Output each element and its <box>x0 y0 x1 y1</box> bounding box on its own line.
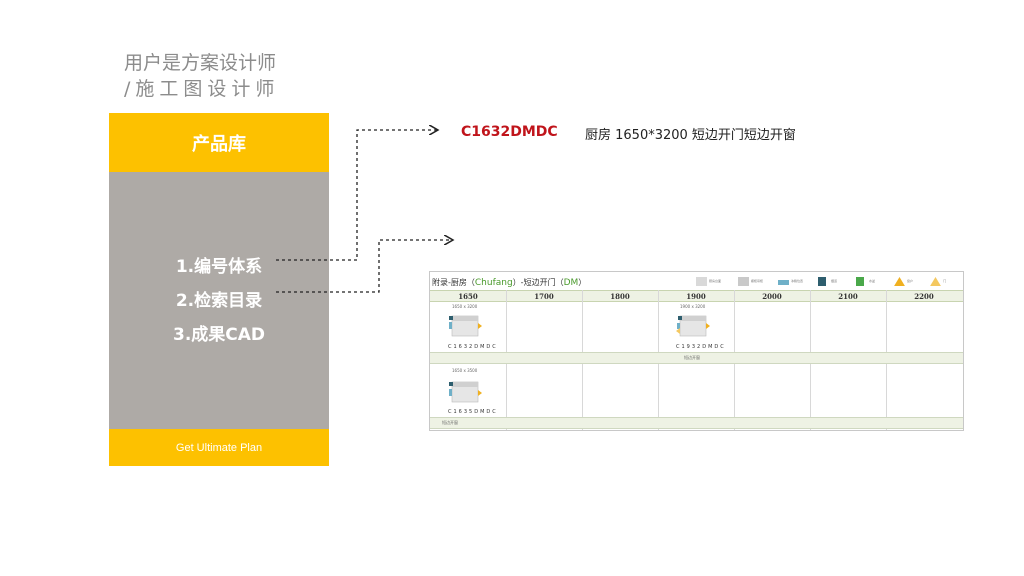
arrow-to-code <box>276 130 438 261</box>
column-label: 2000 <box>762 292 782 301</box>
column-label: 2200 <box>914 292 934 301</box>
menu-item-cad[interactable]: 3.成果CAD <box>172 325 266 345</box>
column-label: 1650 <box>458 292 478 301</box>
heading-line-1: 用户是方案设计师 <box>124 52 277 74</box>
catalog-preview[interactable]: 附录-厨房（Chufang）-短边开门（DM） 厨房台面 橱柜吊柜 冰箱位置 烟… <box>429 271 964 431</box>
cell-size: 1900 x 3200 <box>680 304 706 309</box>
cell-size: 1650 x 3200 <box>452 304 478 309</box>
cell-code: C1932DMDC <box>676 344 726 350</box>
product-library-menu: 1.编号体系 2.检索目录 3.成果CAD <box>109 172 329 429</box>
catalog-title: 附录-厨房（Chufang）-短边开门（DM） <box>432 278 587 288</box>
cell-code: C1635DMDC <box>448 409 498 415</box>
get-ultimate-plan-footer[interactable]: Get Ultimate Plan <box>109 429 329 466</box>
column-label: 2100 <box>838 292 858 301</box>
menu-item-catalog[interactable]: 2.检索目录 <box>175 291 263 311</box>
product-library-header: 产品库 <box>109 113 329 172</box>
menu-item-numbering[interactable]: 1.编号体系 <box>175 257 263 277</box>
cell-size: 1650 x 3500 <box>452 368 478 373</box>
catalog-column-header: 1650 1700 1800 1900 2000 2100 2200 <box>430 290 963 302</box>
column-label: 1800 <box>610 292 630 301</box>
row-band: 短边开窗 <box>430 352 963 364</box>
product-code: C1632DMDC <box>461 124 558 140</box>
column-label: 1900 <box>686 292 706 301</box>
heading-line-2: /施工图设计师 <box>124 78 280 100</box>
kitchen-plan-icon[interactable] <box>676 314 710 338</box>
cell-code: C1632DMDC <box>448 344 498 350</box>
column-label: 1700 <box>534 292 554 301</box>
row-band: 短边开窗 <box>430 417 963 429</box>
arrow-to-catalog <box>276 240 453 293</box>
product-description: 厨房 1650*3200 短边开门短边开窗 <box>585 128 796 143</box>
kitchen-plan-icon[interactable] <box>448 314 482 338</box>
kitchen-plan-icon[interactable] <box>448 380 482 404</box>
